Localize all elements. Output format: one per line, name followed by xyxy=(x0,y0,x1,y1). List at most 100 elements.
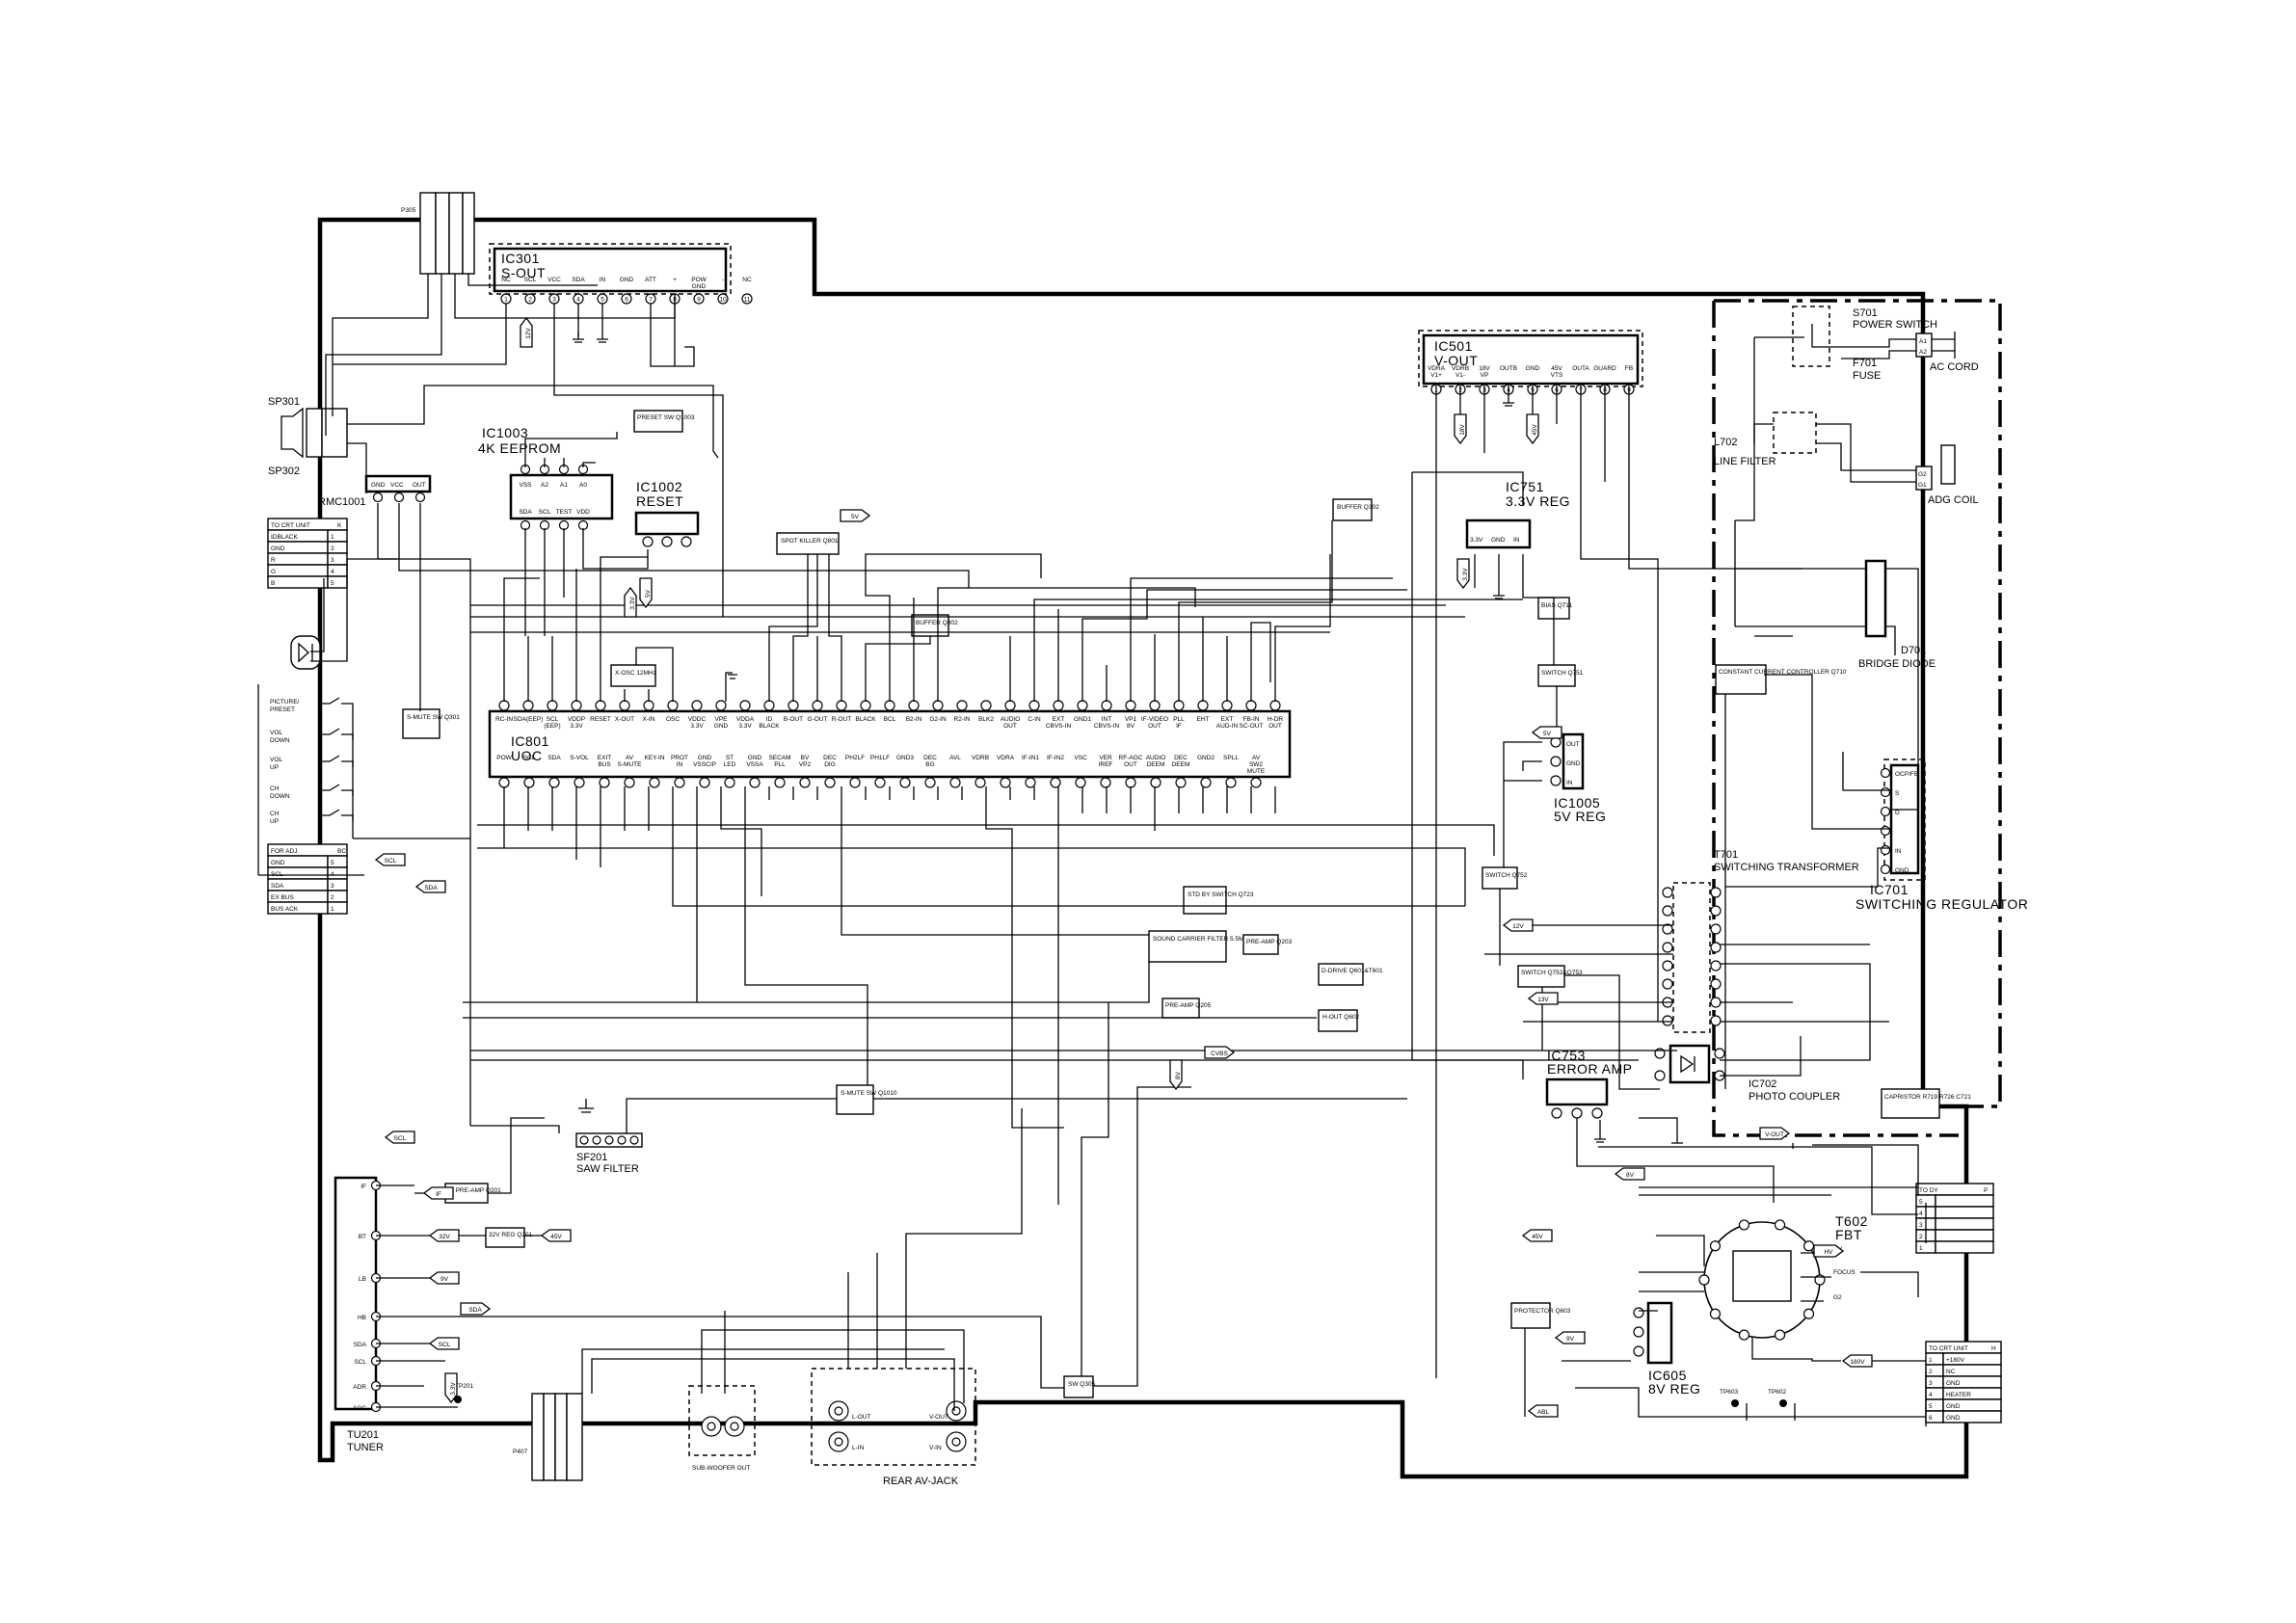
ic1003-pin-label: VDD xyxy=(576,509,590,516)
fbt-pin xyxy=(1802,1308,1815,1319)
ic751: IC751 3.3V REG 3.3V GND IN xyxy=(1465,479,1570,549)
svg-text:D-DRIVE Q601&T601: D-DRIVE Q601&T601 xyxy=(1322,968,1383,974)
svg-text:L-OUT: L-OUT xyxy=(852,1414,871,1421)
sub-woofer-jack: SUB-WOOFER OUT xyxy=(688,1385,756,1472)
ic301-pin-num: 6 xyxy=(625,297,628,304)
ic801-bottom-pin xyxy=(1200,777,1212,788)
ic801-top-pin xyxy=(956,700,968,711)
ic801-top-pin-label: OUT xyxy=(1148,723,1161,730)
ic801-bottom-pin xyxy=(1075,777,1086,788)
line-filter-l702: L702 LINE FILTER xyxy=(1714,412,1817,467)
ic801-top-pin-label: OUT xyxy=(1268,723,1282,730)
connector-code: P xyxy=(1984,1187,1988,1194)
ic801-top-pin xyxy=(1149,700,1161,711)
ic702: IC702 PHOTO COUPLER xyxy=(1654,1044,1840,1103)
ic801-bottom-pin-label: AUDIO xyxy=(1146,755,1166,761)
ic801-bottom-pin-label: DEC xyxy=(823,755,837,761)
ic801-top-pin-label: EHT xyxy=(1197,716,1210,723)
signal-tag-arrow-icon xyxy=(1527,992,1559,1005)
fbt-pin xyxy=(1774,1219,1786,1231)
ic701-pin xyxy=(1880,864,1891,875)
front-key-label: PRESET xyxy=(270,706,295,713)
ic501-pin-label: GND xyxy=(1526,365,1540,372)
ic801-bottom-pin-label: SDA xyxy=(547,755,561,761)
ic801-bottom-pin-label: S-MUTE xyxy=(618,761,643,768)
ic801-top-pin-label: BLACK xyxy=(855,716,876,723)
front-key-label: VOL xyxy=(270,730,282,736)
ic1005-pin-in: IN xyxy=(1566,780,1573,786)
ic801-top-pin xyxy=(1125,700,1136,711)
front-key-label: DOWN xyxy=(270,793,290,800)
signal-tag-arrow-icon xyxy=(374,853,406,866)
ic801-top-pin xyxy=(763,700,775,711)
signal-tag-arrow-icon xyxy=(1204,1046,1236,1059)
signal-tag-label: 3.3V xyxy=(629,597,636,610)
ic801-top-pin-label: VPE xyxy=(714,716,728,723)
ic801-bottom-pin-label: AV xyxy=(626,755,634,761)
ic801-bottom-pin-label: VSC xyxy=(1074,755,1087,761)
std-by-switch-box: STD BY SWITCH Q723 xyxy=(1183,886,1254,915)
signal-tag-label: 3.3V xyxy=(450,1382,457,1396)
ic801-bottom-pin xyxy=(899,777,911,788)
svg-text:S701: S701 xyxy=(1853,307,1878,319)
svg-text:S-MUTE SW Q1010: S-MUTE SW Q1010 xyxy=(841,1090,897,1097)
ic801-top-pin xyxy=(1077,700,1088,711)
ic605-func: 8V REG xyxy=(1648,1381,1700,1397)
ic301: IC301 S-OUT 1NC2SCL3VCC4SDA5IN6GND7ATT8+… xyxy=(489,243,753,305)
ic751-pin-gnd: GND xyxy=(1491,537,1506,544)
ic801-top-pin-label: R2-IN xyxy=(954,716,971,723)
ic801-top-pin-label: ID xyxy=(766,716,773,723)
connector-row xyxy=(267,564,329,577)
ic801-top-pin-label: FB-IN xyxy=(1243,716,1260,723)
t701-primary-pin xyxy=(1662,887,1673,898)
ic801-top-pin-label: C-IN xyxy=(1028,716,1041,723)
signal-tag-arrow-icon xyxy=(1554,1331,1586,1344)
ic301-name: IC301 xyxy=(501,251,540,266)
key-switch-icon xyxy=(318,809,354,821)
svg-text:V-OUT: V-OUT xyxy=(929,1414,948,1421)
ic801-top-pin-label: IF xyxy=(1176,723,1182,730)
svg-text:BUFFER Q302: BUFFER Q302 xyxy=(1337,504,1379,511)
ic301-pin-label: IN xyxy=(600,277,606,283)
ic301-pin-label: GND xyxy=(692,283,707,290)
ic701-pin-label: GND xyxy=(1895,867,1909,874)
ic301-func: S-OUT xyxy=(501,265,546,280)
tuner-pin-label: ADR xyxy=(353,1384,366,1391)
ic753-name: IC753 xyxy=(1547,1048,1586,1063)
connector-cell: BUS ACK xyxy=(271,906,299,913)
ic801-bottom-pin-label: DIG xyxy=(824,761,836,768)
ic801-top-pin xyxy=(1004,700,1016,711)
ic301-pin-label: NC xyxy=(742,277,752,283)
svg-text:VCC: VCC xyxy=(390,482,404,489)
ic301-pin-label: - xyxy=(722,277,724,283)
signal-tag-arrow-icon xyxy=(1527,1404,1559,1418)
ic801-bottom-pin-label: VSSA xyxy=(746,761,763,768)
ic801-top-pin-label: 3.3V xyxy=(690,723,704,730)
front-key-label: DOWN xyxy=(270,737,290,744)
ic501-pin-label: OUTB xyxy=(1500,365,1517,372)
connector-row xyxy=(267,552,329,566)
connector-cell: SDA xyxy=(271,883,284,890)
signal-tag-label: 45V xyxy=(1532,1234,1543,1240)
t701-primary-pin xyxy=(1662,1015,1673,1026)
ic801-bottom-pin xyxy=(774,777,786,788)
ic801-top-pin xyxy=(571,700,582,711)
ic801-bottom-pin xyxy=(724,777,735,788)
connector-cell: HEATER xyxy=(1946,1392,1971,1398)
ic801-top-pin xyxy=(1028,700,1040,711)
signal-tag-label: 45V xyxy=(1532,424,1538,436)
connector-cell: EX BUS xyxy=(271,894,295,901)
ic1005: OUT GND IN IC1005 5V REG xyxy=(1550,732,1606,824)
ic801-top-pin xyxy=(1269,700,1281,711)
ic801-bottom-pin xyxy=(649,777,660,788)
signal-tag-arrow-icon xyxy=(428,1337,460,1350)
svg-text:SP301: SP301 xyxy=(268,396,300,408)
front-key-label: UP xyxy=(270,764,279,771)
ic801-bottom-pin xyxy=(1100,777,1111,788)
